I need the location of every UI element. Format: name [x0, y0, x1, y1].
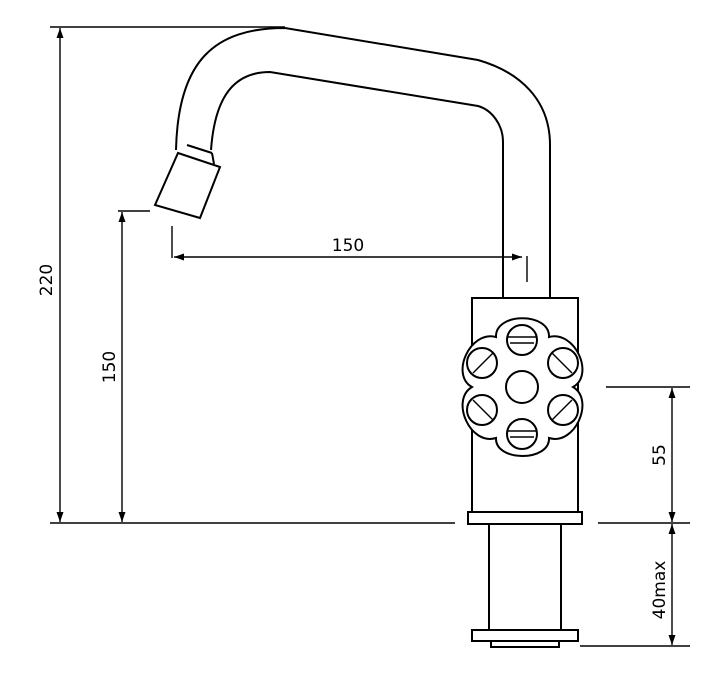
- flower-handle: [461, 317, 584, 457]
- faucet-outline: [153, 26, 583, 648]
- extension-lines: [50, 26, 690, 647]
- spout-outer: [175, 26, 551, 298]
- bottom-nut: [471, 629, 579, 642]
- label-220: 220: [37, 264, 57, 296]
- dimension-lines: [56, 28, 676, 645]
- dimension-labels: 220 150 150 55 40max: [37, 236, 670, 619]
- label-150-vertical: 150: [100, 351, 120, 383]
- spout-nozzle: [153, 151, 222, 220]
- handle-bosses: [466, 324, 579, 450]
- label-40max: 40max: [650, 561, 670, 620]
- mounting-shank: [488, 523, 562, 631]
- label-55: 55: [650, 444, 670, 466]
- spout-inner: [210, 70, 504, 298]
- label-150-horizontal: 150: [332, 236, 364, 256]
- base-flange: [467, 511, 583, 525]
